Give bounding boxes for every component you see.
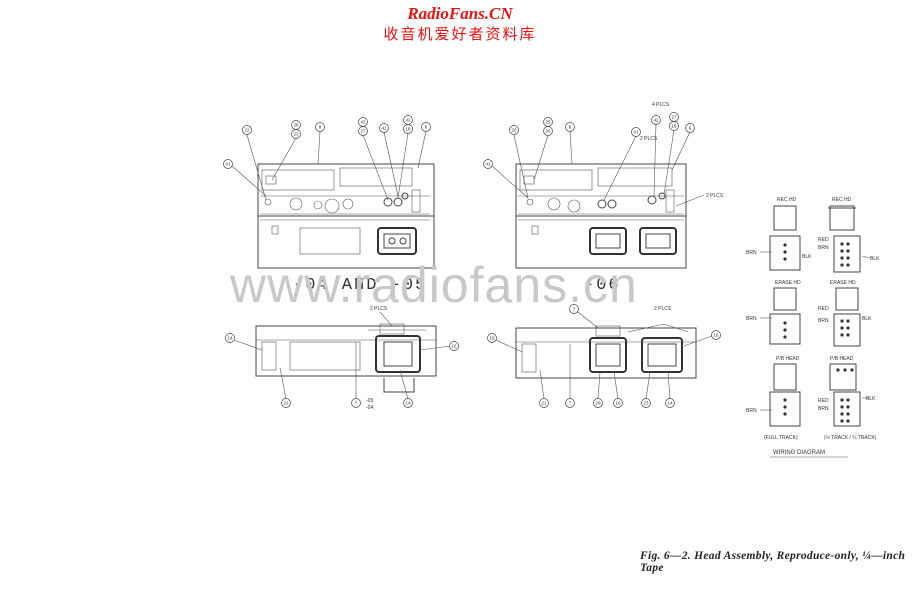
svg-text:18: 18 (671, 124, 677, 129)
wiring-right-caption: (½ TRACK / ¼ TRACK) (824, 434, 877, 441)
svg-text:29: 29 (595, 401, 601, 406)
svg-text:14: 14 (405, 401, 411, 406)
svg-text:43: 43 (360, 120, 366, 125)
view-label-06: -06 (584, 276, 621, 295)
svg-text:19: 19 (489, 336, 495, 341)
svg-text:27: 27 (360, 129, 366, 134)
svg-text:21: 21 (541, 401, 547, 406)
svg-text:8: 8 (319, 125, 322, 130)
site-title-en: RadioFans.CN (407, 4, 513, 23)
svg-text:23: 23 (643, 401, 649, 406)
wiring-left-head-0: REC HD (777, 197, 797, 203)
wiring-right-head-2: P/B HEAD (830, 356, 854, 362)
watermark: www.radiofans.cn (230, 257, 638, 313)
wiring-right-wire-4: BRN (818, 318, 829, 324)
svg-text:23: 23 (293, 132, 299, 137)
wiring-left-head-2: P/B HEAD (776, 356, 800, 362)
note-left-05: -05 (366, 398, 373, 404)
note-4-plcs: 4 PLCS (652, 102, 670, 108)
right-bottom-assembly (515, 323, 697, 379)
svg-text:14: 14 (227, 336, 233, 341)
wiring-right-head-0: REC HD (832, 197, 852, 203)
note-2-plcs-a: 2 PLCS (640, 136, 658, 142)
svg-text:16: 16 (451, 344, 457, 349)
right-bottom-callouts: 19 21 7 29 16 23 14 7 16 2 PLCS (487, 304, 721, 408)
wiring-left-wire-1: BLK (802, 254, 812, 260)
right-top-assembly (515, 163, 687, 269)
left-top-assembly (257, 163, 435, 269)
svg-text:41: 41 (381, 126, 387, 131)
svg-text:16: 16 (615, 401, 621, 406)
svg-text:8: 8 (569, 125, 572, 130)
svg-text:41: 41 (225, 162, 231, 167)
wiring-diagram-title: WIRING DIAGRAM (773, 450, 825, 456)
wiring-left-wire-3: BRN (746, 408, 757, 414)
svg-text:42: 42 (653, 118, 659, 123)
svg-text:26: 26 (293, 123, 299, 128)
svg-text:25: 25 (545, 120, 551, 125)
svg-text:7: 7 (573, 307, 576, 312)
svg-text:41: 41 (633, 130, 639, 135)
right-top-callouts: 20 25 26 8 41 42 27 18 6 41 4 PLCS 2 PLC… (483, 102, 724, 207)
svg-text:21: 21 (283, 401, 289, 406)
wiring-right-wire-8: BLK (866, 396, 876, 402)
left-bottom-callouts: 14 21 7 14 16 2 PLCS -05 -04 (225, 306, 459, 411)
svg-text:6: 6 (425, 125, 428, 130)
svg-text:7: 7 (355, 401, 358, 406)
note-2-plcs-b: 2 PLCS (706, 193, 724, 199)
wiring-right-wire-7: BRN (818, 406, 829, 412)
wiring-right-wire-5: BLK (862, 316, 872, 322)
left-top-callouts: 22 26 23 8 43 27 42 18 6 41 41 (223, 115, 431, 201)
note-right-2plcs: 2 PLCS (654, 306, 672, 312)
svg-text:26: 26 (545, 129, 551, 134)
svg-text:14: 14 (667, 401, 673, 406)
svg-text:42: 42 (405, 118, 411, 123)
svg-text:27: 27 (671, 115, 677, 120)
wiring-left-caption: (FULL TRACK) (764, 435, 798, 441)
wiring-diagram (760, 205, 871, 458)
svg-text:22: 22 (244, 128, 250, 133)
svg-text:20: 20 (511, 128, 517, 133)
svg-text:6: 6 (689, 126, 692, 131)
view-label-04-05: -04 AND -05 (293, 276, 428, 295)
wiring-left-head-1: ERASE HD (775, 280, 801, 286)
wiring-right-wire-1: BRN (818, 245, 829, 251)
svg-text:18: 18 (405, 127, 411, 132)
wiring-right-wire-3: RED (818, 306, 829, 312)
wiring-right-wire-0: RED (818, 237, 829, 243)
note-left-04: -04 (366, 405, 373, 411)
svg-text:7: 7 (569, 401, 572, 406)
wiring-right-wire-6: RED (818, 398, 829, 404)
site-title-cn: 收音机爱好者资料库 (383, 25, 537, 43)
figure-caption: Fig. 6—2. Head Assembly, Reproduce-only,… (640, 550, 906, 574)
wiring-left-wire-2: BRN (746, 316, 757, 322)
svg-text:16: 16 (713, 333, 719, 338)
wiring-left-wire-0: BRN (746, 250, 757, 256)
note-left-2plcs: 2 PLCS (370, 306, 388, 312)
wiring-right-head-1: ERASE HD (830, 280, 856, 286)
wiring-right-wire-2: BLK (870, 256, 880, 262)
svg-text:41: 41 (485, 162, 491, 167)
left-bottom-assembly (255, 323, 437, 393)
